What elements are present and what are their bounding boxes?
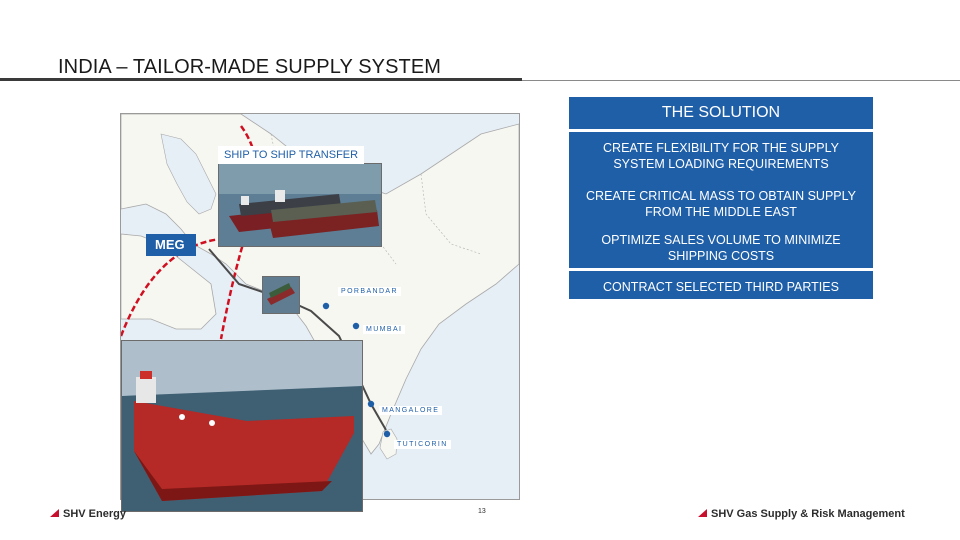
shv-triangle-icon <box>698 508 707 520</box>
solution-item-optimize: OPTIMIZE SALES VOLUME TO MINIMIZE SHIPPI… <box>569 224 873 268</box>
solution-divider <box>569 129 873 132</box>
ship-to-ship-photo <box>218 163 382 247</box>
title-rule <box>0 78 522 81</box>
page-number: 13 <box>478 508 486 515</box>
footer-logo-left: SHV Energy <box>50 508 126 520</box>
port-porbandar: PORBANDAR <box>338 287 401 296</box>
slide-title: INDIA – TAILOR-MADE SUPPLY SYSTEM <box>58 56 442 78</box>
solution-heading: THE SOLUTION <box>569 97 873 129</box>
footer-logo-right: SHV Gas Supply & Risk Management <box>698 508 905 520</box>
lpg-tanker-photo <box>121 340 363 512</box>
solution-divider-bottom <box>569 268 873 271</box>
mini-ship-photo <box>262 276 300 314</box>
meg-label: MEG <box>146 234 196 256</box>
port-mumbai: MUMBAI <box>363 325 406 334</box>
tanker-ships-icon <box>219 164 381 246</box>
solution-item-third-parties: CONTRACT SELECTED THIRD PARTIES <box>569 271 873 299</box>
title-rule-thin <box>522 80 960 81</box>
solution-item-critical-mass: CREATE CRITICAL MASS TO OBTAIN SUPPLY FR… <box>569 180 873 224</box>
footer-logo-right-text: SHV Gas Supply & Risk Management <box>711 508 905 520</box>
port-mangalore: MANGALORE <box>379 406 443 415</box>
ship-to-ship-label: SHIP TO SHIP TRANSFER <box>218 146 365 164</box>
shv-triangle-icon <box>50 508 59 520</box>
lpg-tanker-icon <box>122 341 362 511</box>
port-tuticorin: TUTICORIN <box>394 440 451 449</box>
footer-logo-left-text: SHV Energy <box>63 508 126 520</box>
ship-icon <box>263 277 299 313</box>
solution-item-flexibility: CREATE FLEXIBILITY FOR THE SUPPLY SYSTEM… <box>569 132 873 180</box>
